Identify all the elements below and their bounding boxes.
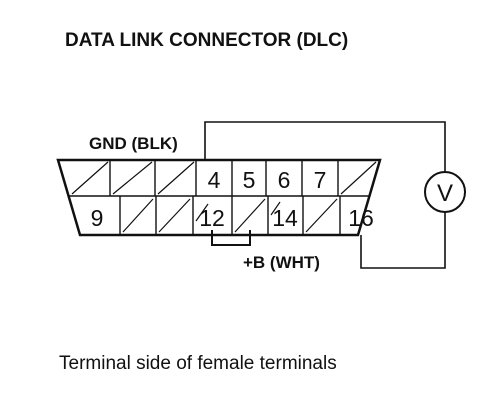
- voltmeter-symbol: V: [437, 180, 453, 207]
- voltmeter-icon: V: [424, 171, 466, 213]
- empty-slash: [112, 161, 153, 195]
- bottom-row-cells: [119, 196, 341, 235]
- empty-slash: [71, 161, 109, 195]
- gnd-wire: [204, 121, 446, 172]
- empty-slash: [305, 198, 338, 233]
- connector-outline: [56, 158, 382, 237]
- empty-slash: [158, 198, 191, 233]
- pin-number: 5: [243, 167, 256, 193]
- empty-slash: [234, 198, 266, 233]
- pin-number: 6: [278, 167, 291, 193]
- top-row-cells: [71, 160, 377, 196]
- connector-body: [56, 158, 382, 237]
- pin-number: 4: [208, 167, 221, 193]
- partial-slash: [195, 203, 209, 222]
- pin-number: 7: [314, 167, 327, 193]
- pin-number: 14: [272, 205, 298, 231]
- pin-number: 16: [348, 205, 374, 231]
- partial-slash: [270, 201, 281, 216]
- empty-slash: [122, 198, 154, 233]
- pin-number: 12: [199, 205, 225, 231]
- pin-number: 9: [91, 205, 104, 231]
- jumper-bracket: [211, 230, 251, 246]
- empty-slash: [157, 161, 195, 195]
- diagram-title: DATA LINK CONNECTOR (DLC): [65, 30, 348, 51]
- b-plus-wire: [360, 212, 446, 269]
- b-plus-label: +B (WHT): [243, 253, 320, 272]
- caption: Terminal side of female terminals: [59, 353, 337, 374]
- empty-slash: [340, 161, 377, 195]
- gnd-label: GND (BLK): [89, 134, 178, 153]
